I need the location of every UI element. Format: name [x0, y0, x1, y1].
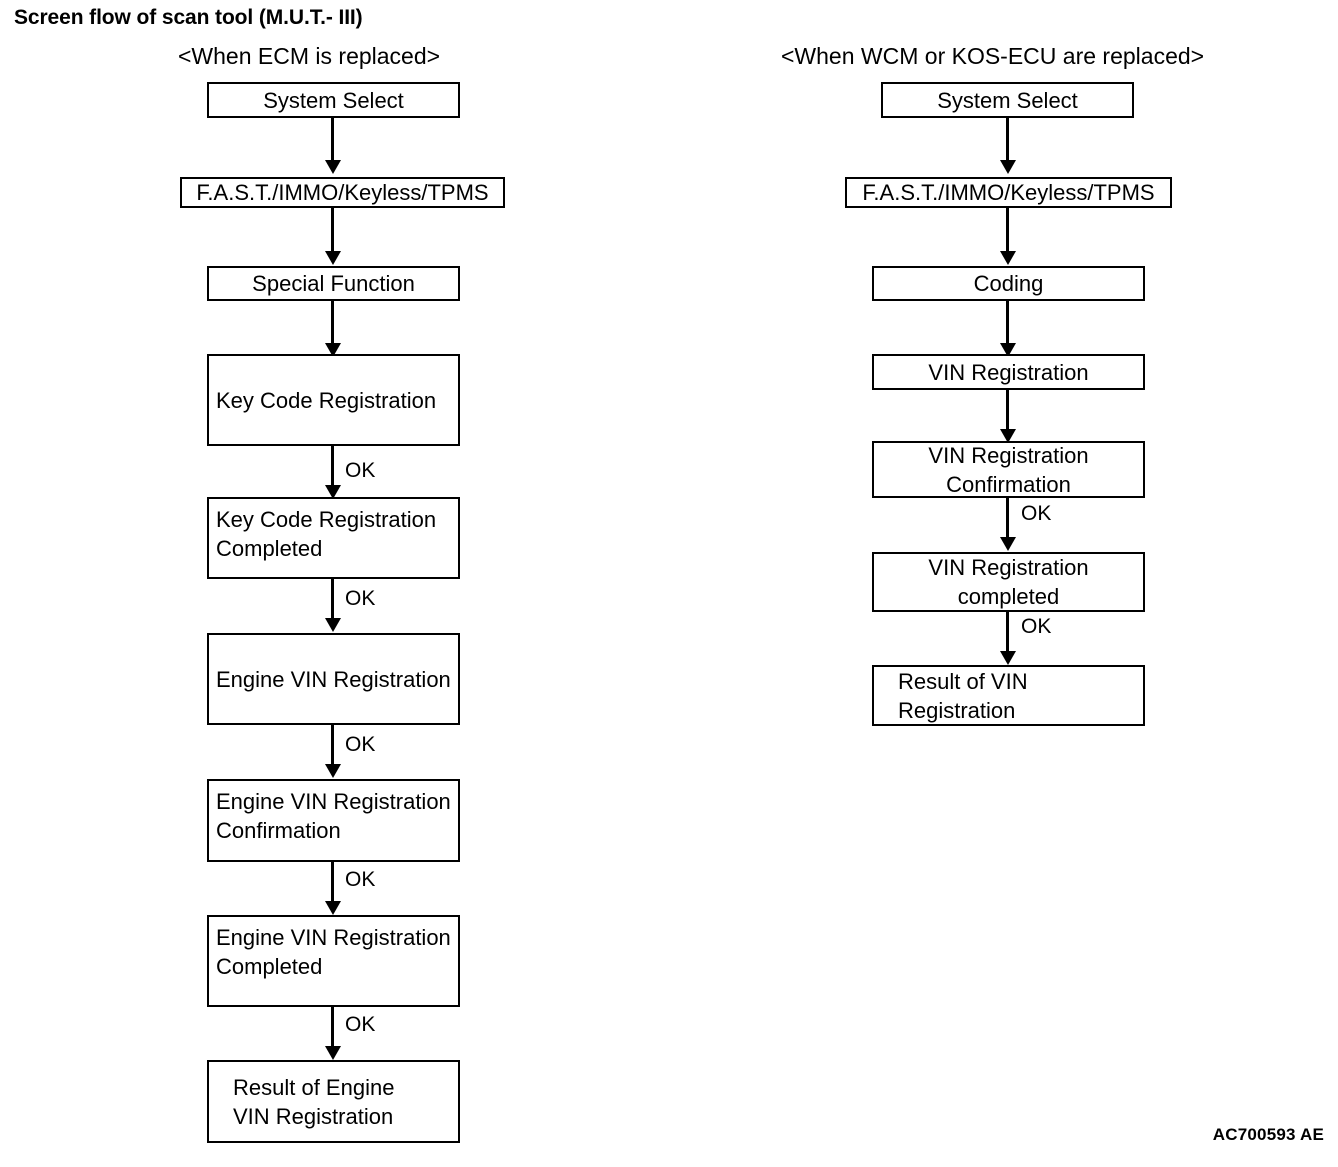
node-label: Special Function — [252, 271, 415, 296]
node-label: Engine VIN Registration Confirmation — [216, 789, 451, 843]
connector-left-8 — [331, 1007, 334, 1049]
arrowhead-left-2 — [325, 251, 341, 265]
edge-label-right-6: OK — [1021, 615, 1052, 638]
connector-right-1 — [1006, 118, 1009, 162]
node-right-result-of-vin-registration[interactable]: Result of VIN Registration — [872, 665, 1145, 726]
connector-left-7 — [331, 862, 334, 904]
connector-left-2 — [331, 208, 334, 253]
node-label: Key Code Registration Completed — [216, 507, 437, 561]
node-left-fast-immo-keyless-tpms[interactable]: F.A.S.T./IMMO/Keyless/TPMS — [180, 177, 505, 208]
column-heading-wcm-kos: <When WCM or KOS-ECU are replaced> — [781, 43, 1205, 69]
arrowhead-right-5 — [1000, 537, 1016, 551]
page-title: Screen flow of scan tool (M.U.T.- III) — [14, 6, 363, 29]
arrowhead-right-6 — [1000, 651, 1016, 665]
arrowhead-left-8 — [325, 1046, 341, 1060]
column-heading-ecm: <When ECM is replaced> — [178, 43, 441, 69]
arrowhead-right-2 — [1000, 251, 1016, 265]
connector-right-5 — [1006, 498, 1009, 540]
node-left-engine-vin-registration-confirmation[interactable]: Engine VIN Registration Confirmation — [207, 779, 460, 862]
node-right-vin-registration[interactable]: VIN Registration — [872, 354, 1145, 390]
node-label: VIN Registration completed — [928, 555, 1089, 609]
arrowhead-right-1 — [1000, 160, 1016, 174]
arrowhead-right-4 — [1000, 429, 1016, 443]
node-right-fast-immo-keyless-tpms[interactable]: F.A.S.T./IMMO/Keyless/TPMS — [845, 177, 1172, 208]
node-left-key-code-registration[interactable]: Key Code Registration — [207, 354, 460, 446]
connector-right-4 — [1006, 390, 1009, 432]
node-left-system-select[interactable]: System Select — [207, 82, 460, 118]
edge-label-right-5: OK — [1021, 502, 1052, 525]
node-label: VIN Registration Confirmation — [928, 442, 1089, 497]
edge-label-left-5: OK — [345, 587, 376, 610]
arrowhead-left-3 — [325, 343, 341, 357]
arrowhead-left-4 — [325, 485, 341, 499]
connector-left-6 — [331, 725, 334, 767]
arrowhead-left-5 — [325, 618, 341, 632]
node-right-coding[interactable]: Coding — [872, 266, 1145, 301]
node-left-engine-vin-registration-completed[interactable]: Engine VIN Registration Completed — [207, 915, 460, 1007]
node-label: Result of VIN Registration — [898, 668, 1028, 723]
edge-label-left-4: OK — [345, 459, 376, 482]
node-right-vin-registration-completed[interactable]: VIN Registration completed — [872, 552, 1145, 612]
node-label: System Select — [937, 87, 1078, 113]
arrowhead-left-7 — [325, 901, 341, 915]
node-label: System Select — [263, 87, 404, 113]
node-left-engine-vin-registration[interactable]: Engine VIN Registration — [207, 633, 460, 725]
document-code: AC700593 AE — [1212, 1125, 1324, 1144]
node-left-key-code-registration-completed[interactable]: Key Code Registration Completed — [207, 497, 460, 579]
connector-left-4 — [331, 446, 334, 488]
connector-left-3 — [331, 301, 334, 346]
arrowhead-left-1 — [325, 160, 341, 174]
connector-right-2 — [1006, 208, 1009, 253]
node-left-special-function[interactable]: Special Function — [207, 266, 460, 301]
node-label: Engine VIN Registration — [216, 666, 451, 692]
node-left-result-of-engine-vin-registration[interactable]: Result of Engine VIN Registration — [207, 1060, 460, 1143]
connector-right-3 — [1006, 301, 1009, 346]
arrowhead-left-6 — [325, 764, 341, 778]
node-label: Engine VIN Registration Completed — [216, 925, 451, 979]
node-label: VIN Registration — [928, 359, 1089, 385]
edge-label-left-7: OK — [345, 868, 376, 891]
connector-left-1 — [331, 118, 334, 162]
node-label: F.A.S.T./IMMO/Keyless/TPMS — [862, 180, 1155, 205]
node-label: Coding — [973, 271, 1044, 296]
node-label: Key Code Registration — [216, 387, 437, 413]
arrowhead-right-3 — [1000, 343, 1016, 357]
node-label: Result of Engine VIN Registration — [233, 1074, 395, 1129]
edge-label-left-8: OK — [345, 1013, 376, 1036]
connector-right-6 — [1006, 612, 1009, 654]
edge-label-left-6: OK — [345, 733, 376, 756]
node-right-vin-registration-confirmation[interactable]: VIN Registration Confirmation — [872, 441, 1145, 498]
node-right-system-select[interactable]: System Select — [881, 82, 1134, 118]
node-label: F.A.S.T./IMMO/Keyless/TPMS — [196, 180, 489, 205]
connector-left-5 — [331, 579, 334, 621]
